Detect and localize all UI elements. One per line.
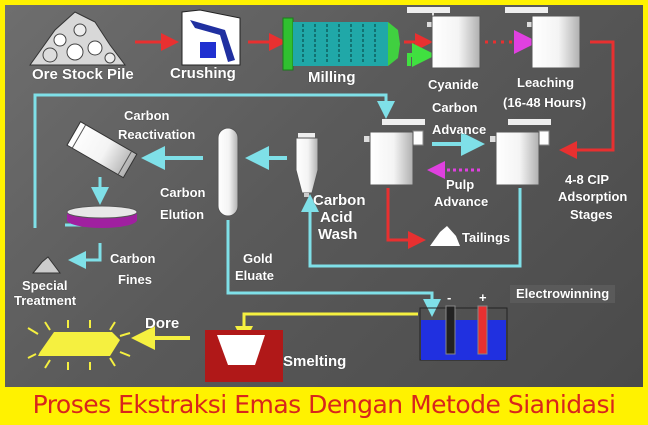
cip-tank-2-icon <box>490 119 551 186</box>
label-milling: Milling <box>308 69 356 86</box>
label-gold-eluate-2: Eluate <box>235 268 275 283</box>
label-carbon-elution-2: Elution <box>160 207 205 222</box>
label-leaching-time: (16-48 Hours) <box>503 95 587 110</box>
caption-title: Proses Ekstraksi Emas Dengan Metode Sian… <box>32 390 616 419</box>
label-tailings: Tailings <box>462 230 511 245</box>
label-cip-stages-1: 4-8 CIP <box>565 172 610 187</box>
special-treatment-icon <box>31 256 61 274</box>
leaching-tank-icon <box>505 7 581 69</box>
label-leaching: Leaching <box>517 75 575 90</box>
label-carbon-advance-1: Carbon <box>432 100 478 115</box>
label-ore-stock-pile: Ore Stock Pile <box>32 66 134 83</box>
electrowinning-cell-icon <box>419 305 508 361</box>
label-electrode-negative: - <box>447 290 452 305</box>
arrow-leaching-to-cip <box>559 40 615 159</box>
label-carbon-fines-1: Carbon <box>110 251 156 266</box>
cyanide-tank-icon <box>407 7 481 69</box>
mill-icon <box>282 17 400 71</box>
label-carbon-elution-1: Carbon <box>160 185 206 200</box>
label-gold-eluate-1: Gold <box>243 251 273 266</box>
label-cyanide: Cyanide <box>428 77 479 92</box>
ore-stock-pile-icon <box>29 11 126 66</box>
label-carbon-fines-2: Fines <box>118 272 152 287</box>
label-carbon-advance-2: Advance <box>432 122 487 137</box>
gold-eluate-line <box>226 220 441 317</box>
label-cip-stages-3: Stages <box>570 207 613 222</box>
crusher-icon <box>181 9 241 66</box>
carbon-return-line <box>33 93 395 228</box>
arrow-to-tailings <box>386 188 426 249</box>
smelting-crucible-icon <box>205 330 283 382</box>
gold-to-smelting-line <box>235 312 418 344</box>
arrow-to-special-treatment <box>68 243 102 269</box>
label-smelting: Smelting <box>283 353 347 370</box>
label-carbon-reactivation-2: Reactivation <box>118 127 196 142</box>
tailings-icon <box>430 226 460 246</box>
label-special-treatment-2: Treatment <box>14 293 77 308</box>
elution-column-icon <box>217 127 239 217</box>
label-special-treatment-1: Special <box>22 278 68 293</box>
label-carbon-reactivation-1: Carbon <box>124 108 170 123</box>
carbon-to-acid-wash-line <box>301 188 522 268</box>
label-dore: Dore <box>145 315 180 332</box>
label-carbon-acid-wash-1: Carbon <box>313 192 366 209</box>
label-cip-stages-2: Adsorption <box>558 189 628 204</box>
cip-tank-1-icon <box>364 119 425 186</box>
label-electrode-positive: + <box>479 290 487 305</box>
label-carbon-acid-wash-2: Acid <box>320 209 353 226</box>
reactivation-kiln-icon <box>66 121 138 179</box>
cyanide-feed-arrow <box>407 43 436 67</box>
label-electrowinning: Electrowinning <box>510 285 616 303</box>
label-pulp-advance-1: Pulp <box>446 177 475 192</box>
label-crushing: Crushing <box>170 65 236 82</box>
label-carbon-acid-wash-3: Wash <box>318 226 358 243</box>
label-pulp-advance-2: Advance <box>434 194 489 209</box>
gold-bar-icon <box>27 320 131 370</box>
diagram-frame <box>5 5 643 387</box>
carbon-screen-icon <box>66 205 138 228</box>
acid-wash-column-icon <box>295 133 319 197</box>
